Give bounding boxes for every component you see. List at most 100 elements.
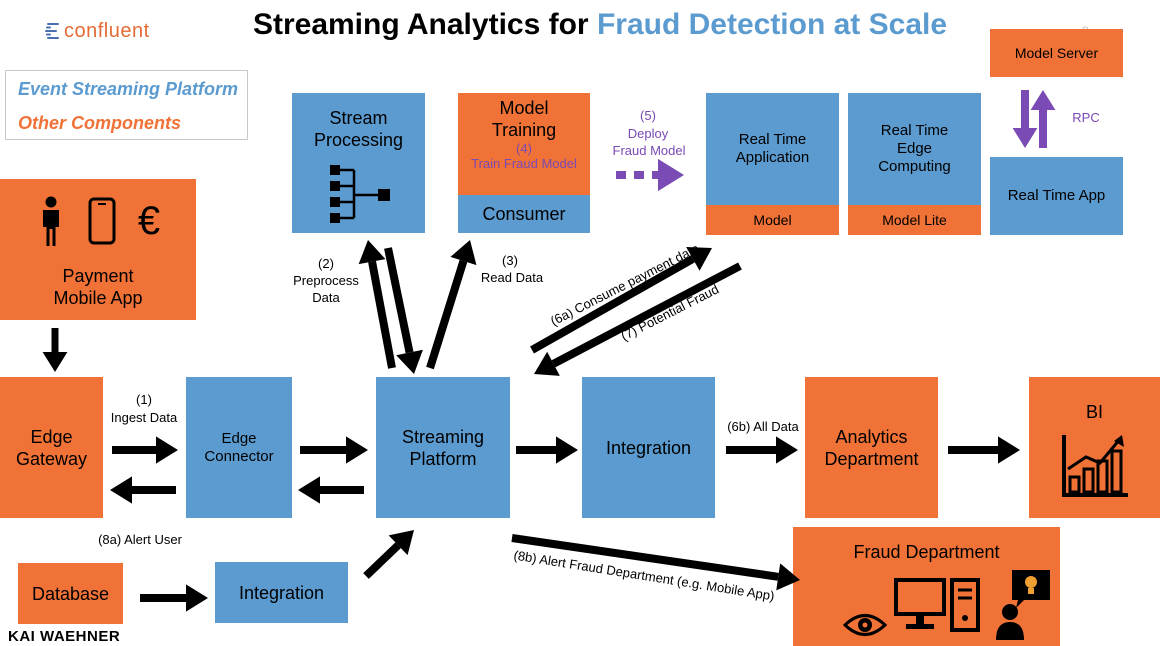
streaming-platform-line2: Platform — [409, 448, 477, 469]
rta-line2: Application — [735, 149, 810, 166]
rte-line2: Edge — [896, 140, 933, 157]
real-time-application-box: Real Time Application — [706, 93, 839, 205]
step-2-line1: Preprocess — [293, 273, 359, 288]
legend-other: Other Components — [18, 113, 182, 133]
step-5-line1: Deploy — [627, 126, 669, 141]
analytics-line1: Analytics — [835, 426, 908, 447]
payment-app-line2: Mobile App — [53, 288, 143, 308]
analytics-department-box: Analytics Department — [805, 377, 938, 518]
platform-to-integration-arrow — [516, 436, 578, 464]
platform-to-stream-processing-arrow — [358, 240, 396, 369]
alert-user-arrow — [110, 476, 176, 504]
fraud-department-label: Fraud Department — [853, 542, 1000, 562]
stream-processing-box: Stream Processing — [292, 93, 425, 233]
consumer-label: Consumer — [482, 204, 566, 224]
integration-db-box: Integration — [215, 562, 348, 623]
step-5-number: (5) — [640, 108, 656, 123]
step-4-label: Train Fraud Model — [471, 156, 577, 171]
rpc-up-arrow — [1030, 90, 1056, 148]
step-2-number: (2) — [318, 256, 334, 271]
streaming-platform-line1: Streaming — [401, 426, 485, 447]
step-1-number: (1) — [136, 392, 152, 407]
model-server-box: Model Server — [990, 29, 1123, 77]
step-8a-label: (8a) Alert User — [98, 532, 182, 547]
smartphone-icon — [88, 197, 116, 245]
integration-label: Integration — [605, 437, 692, 458]
bi-box: BI — [1029, 377, 1160, 518]
rpc-label: RPC — [1072, 110, 1100, 125]
bar-chart-icon — [1061, 435, 1128, 497]
legend: Event Streaming Platform Other Component… — [5, 70, 248, 140]
author-name: KAI WAEHNER — [8, 628, 121, 645]
real-time-app-box: Real Time App — [990, 157, 1123, 235]
real-time-app-label: Real Time App — [1007, 187, 1106, 204]
deploy-model-arrow — [616, 158, 684, 192]
read-data-arrow — [426, 240, 477, 370]
payment-app-line1: Payment — [62, 266, 134, 286]
rte-model-lite-box: Model Lite — [848, 205, 981, 235]
edge-connector-box: Edge Connector — [186, 377, 292, 518]
rte-line3: Computing — [878, 158, 951, 175]
edge-gateway-line1: Edge — [30, 426, 73, 447]
model-training-line1: Model — [499, 98, 549, 118]
database-label: Database — [31, 583, 110, 604]
edge-gateway-line2: Gateway — [15, 448, 88, 469]
title-part1: Streaming Analytics for — [252, 8, 597, 41]
step-5-line2: Fraud Model — [612, 143, 686, 158]
processing-flow-icon — [329, 165, 390, 223]
rte-model-lite-label: Model Lite — [882, 212, 947, 228]
integration-box: Integration — [582, 377, 715, 518]
payment-to-gateway-arrow — [42, 328, 68, 372]
step-2-line2: Data — [312, 290, 340, 305]
consume-payment-arrow — [530, 246, 712, 354]
model-training-box: Model Training (4) Train Fraud Model — [458, 93, 590, 195]
ingest-arrow — [112, 436, 178, 464]
consumer-box: Consumer — [458, 195, 590, 233]
rta-model-box: Model — [706, 205, 839, 235]
integration-db-label: Integration — [238, 582, 325, 603]
model-training-line2: Training — [491, 120, 557, 140]
platform-to-connector-arrow — [298, 476, 364, 504]
rta-line1: Real Time — [738, 131, 807, 148]
step-4-number: (4) — [516, 141, 532, 156]
database-box: Database — [18, 563, 123, 624]
page-title: Streaming Analytics for Fraud Detection … — [200, 6, 1000, 44]
analytics-to-bi-arrow — [948, 436, 1020, 464]
all-data-arrow — [726, 436, 798, 464]
confluent-logo-icon — [45, 23, 59, 39]
bi-label: BI — [1085, 402, 1103, 422]
edge-connector-line2: Connector — [204, 447, 274, 465]
person-icon — [42, 196, 59, 246]
streaming-platform-box: Streaming Platform — [376, 377, 510, 518]
analytics-line2: Department — [824, 448, 919, 469]
desktop-computer-icon — [894, 578, 980, 632]
rta-model-label: Model — [753, 212, 792, 228]
eye-icon — [843, 614, 887, 636]
edge-connector-line1: Edge — [221, 429, 257, 447]
rte-line1: Real Time — [880, 122, 949, 139]
legend-platform: Event Streaming Platform — [18, 79, 239, 99]
step-6b-label: (6b) All Data — [727, 419, 799, 434]
euro-icon: € — [137, 199, 161, 243]
alert-fraud-department-arrow — [511, 534, 800, 591]
integration-to-platform-arrow — [363, 530, 414, 579]
database-to-integration-arrow — [140, 584, 208, 612]
potential-fraud-arrow — [534, 262, 742, 376]
step-1-label: Ingest Data — [110, 410, 178, 425]
title-part2: Fraud Detection at Scale — [596, 8, 948, 41]
person-idea-icon — [996, 570, 1050, 640]
logo-text: confluent — [64, 19, 150, 42]
rpc-down-arrow — [1012, 90, 1038, 148]
real-time-edge-box: Real Time Edge Computing — [848, 93, 981, 205]
payment-mobile-app-box: € Payment Mobile App — [0, 179, 196, 320]
stream-processing-to-platform-arrow — [384, 247, 423, 374]
model-server-label: Model Server — [1014, 45, 1099, 61]
stream-processing-line1: Stream — [329, 108, 388, 128]
step-3-number: (3) — [502, 253, 518, 268]
step-3-label: Read Data — [480, 270, 544, 285]
confluent-logo: confluent — [44, 18, 150, 44]
connector-to-platform-arrow — [300, 436, 368, 464]
edge-gateway-box: Edge Gateway — [0, 377, 103, 518]
stream-processing-line2: Processing — [313, 130, 404, 150]
